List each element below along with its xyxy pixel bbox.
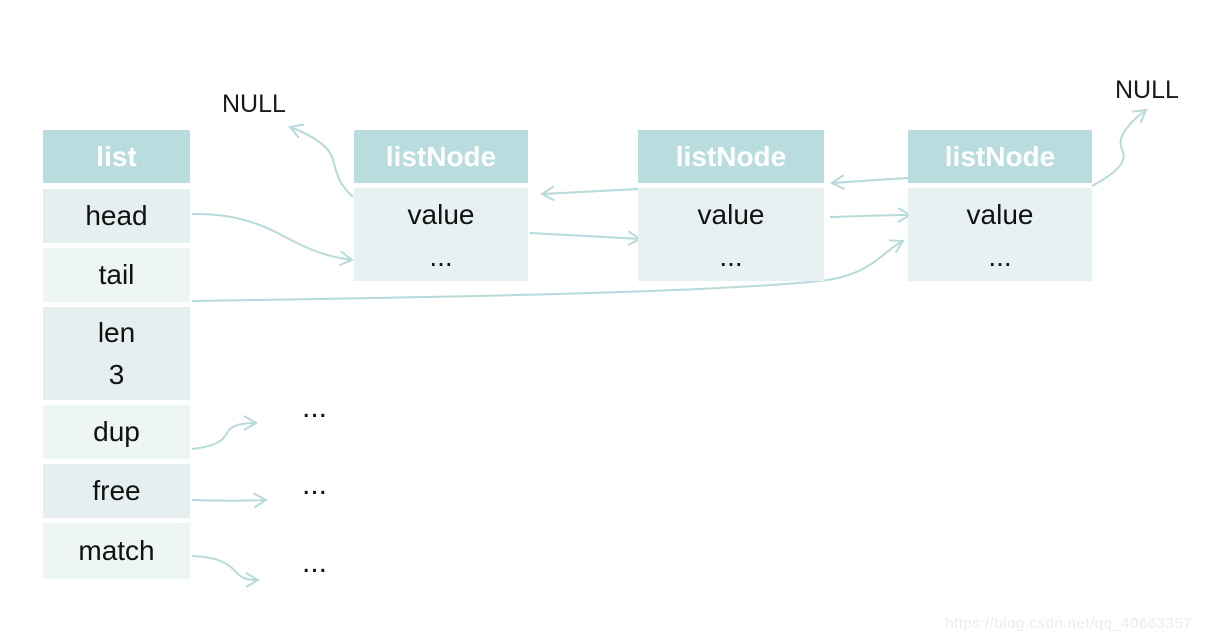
list-row-tail: tail — [43, 248, 190, 302]
listnode2-value: value — [697, 198, 765, 230]
match-ellipsis: ... — [302, 546, 328, 579]
arrow-dup-to-ellipsis — [191, 415, 258, 450]
arrow-node2-prev-to-node1 — [540, 185, 639, 202]
listnode1-value: value — [407, 198, 475, 230]
listnode3-header: listNode — [908, 130, 1092, 183]
list-row-free: free — [43, 464, 190, 518]
null-label-left: NULL — [222, 90, 286, 118]
arrow-node3-next-to-null — [1091, 108, 1148, 187]
list-row-dup-label: dup — [93, 416, 140, 447]
arrow-node3-prev-to-node2 — [830, 174, 909, 191]
listnode1-more: ... — [429, 240, 453, 272]
watermark-url: https://blog.csdn.net/qq_40663357 — [945, 615, 1192, 632]
list-row-len-label: len — [97, 316, 136, 348]
list-row-head-label: head — [85, 200, 148, 231]
listnode2-body: value ... — [638, 188, 824, 281]
list-row-match-label: match — [78, 535, 155, 566]
list-row-tail-label: tail — [98, 259, 135, 290]
listnode3-more: ... — [988, 240, 1012, 272]
arrow-node1-prev-to-null — [288, 123, 354, 198]
list-row-match: match — [43, 523, 190, 579]
free-ellipsis: ... — [302, 468, 328, 501]
list-row-len-value: 3 — [108, 358, 125, 390]
listnode2-header: listNode — [638, 130, 824, 183]
listnode3-value: value — [966, 198, 1034, 230]
listnode3-body: value ... — [908, 188, 1092, 281]
listnode1-body: value ... — [354, 188, 528, 281]
list-row-len: len 3 — [43, 307, 190, 400]
list-table-header: list — [43, 130, 190, 183]
arrow-node1-next-to-node2 — [529, 230, 642, 247]
list-row-dup: dup — [43, 405, 190, 459]
list-row-head: head — [43, 189, 190, 243]
listnode1-header: listNode — [354, 130, 528, 183]
null-label-right: NULL — [1115, 76, 1179, 104]
listnode2-more: ... — [719, 240, 743, 272]
arrow-head-to-node1 — [191, 212, 354, 267]
arrow-node2-next-to-node3 — [829, 207, 912, 223]
arrow-free-to-ellipsis — [191, 492, 268, 509]
dup-ellipsis: ... — [302, 391, 328, 424]
list-row-free-label: free — [92, 475, 141, 506]
arrow-match-to-ellipsis — [191, 555, 260, 588]
